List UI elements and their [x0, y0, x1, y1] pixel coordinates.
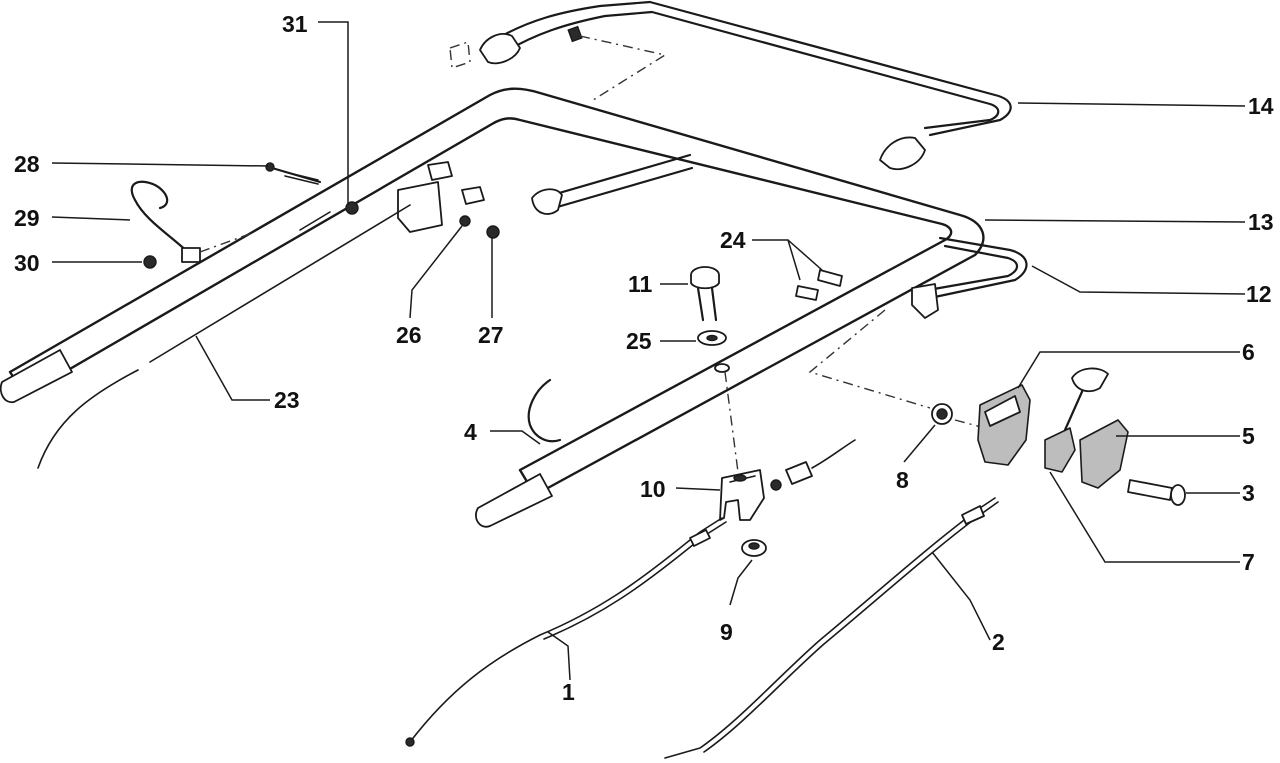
- callout-14: 14: [1248, 93, 1274, 119]
- leader-lines: [51, 21, 1246, 681]
- cable-part-2: [664, 497, 999, 759]
- cable-part-4: [527, 378, 562, 443]
- callout-24: 24: [720, 227, 746, 253]
- callout-10: 10: [640, 476, 666, 502]
- callout-1: 1: [562, 679, 575, 705]
- upper-handle-part-14: [479, 0, 1012, 170]
- callout-3: 3: [1242, 480, 1255, 506]
- lever-part-7: [1044, 367, 1109, 473]
- washer-part-25: [697, 330, 727, 346]
- callout-23: 23: [274, 387, 300, 413]
- bolt-part-11: [690, 266, 720, 322]
- callout-5: 5: [1242, 423, 1255, 449]
- axis-line-12-8: [808, 309, 931, 409]
- callout-4: 4: [464, 419, 477, 445]
- callout-6: 6: [1242, 339, 1255, 365]
- main-handle-part-13: [0, 87, 985, 528]
- handle-hole: [714, 363, 730, 373]
- nut-part-8: [931, 403, 953, 425]
- spring-clamp-10: [770, 439, 856, 491]
- nut-part-9: [741, 539, 767, 557]
- callout-labels: 31 28 29 30 26 27 23 14 13 12 24 11 25 4…: [14, 11, 1274, 705]
- callout-29: 29: [14, 205, 40, 231]
- callout-7: 7: [1242, 549, 1255, 575]
- hook-part-29: [130, 180, 256, 263]
- callout-27: 27: [478, 322, 504, 348]
- axis-line-11-10: [724, 371, 739, 473]
- pins-part-24: [795, 269, 843, 301]
- lever-housing-part-6: [977, 384, 1031, 466]
- lever-cover-part-5: [1079, 419, 1129, 489]
- bracket-part-10: [719, 469, 765, 521]
- callout-26: 26: [396, 322, 422, 348]
- cable-part-23: [37, 204, 411, 469]
- axis-line-upper-handle: [449, 35, 667, 103]
- callout-11: 11: [628, 271, 653, 297]
- cable-part-1: [405, 517, 727, 747]
- callout-13: 13: [1248, 209, 1274, 235]
- bolt-part-28: [265, 162, 322, 185]
- callout-12: 12: [1246, 281, 1272, 307]
- screw-part-3: [1127, 479, 1186, 506]
- callout-9: 9: [720, 619, 733, 645]
- lower-handle-arms: [531, 153, 1028, 319]
- callout-31: 31: [282, 11, 308, 37]
- callout-30: 30: [14, 250, 40, 276]
- callout-2: 2: [992, 629, 1005, 655]
- callout-25: 25: [626, 328, 652, 354]
- nut-part-30: [143, 255, 157, 269]
- callout-8: 8: [896, 467, 909, 493]
- bracket-hardware-26-27: [345, 161, 500, 239]
- callout-28: 28: [14, 151, 40, 177]
